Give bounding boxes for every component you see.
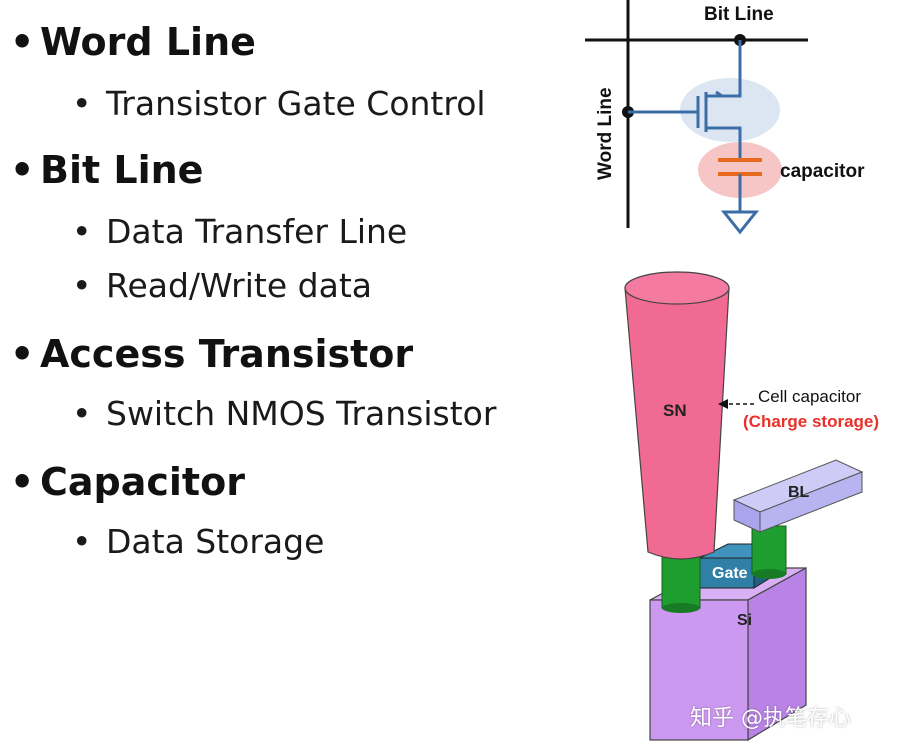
sub-bullet-data-transfer-line: •Data Transfer Line: [72, 212, 408, 251]
bullet-list: •Word Line •Transistor Gate Control •Bit…: [10, 20, 497, 561]
bit-line-label: Bit Line: [704, 4, 774, 25]
sn-capacitor-cone: [624, 287, 730, 560]
charge-storage-label: (Charge storage): [743, 412, 879, 431]
bl-contact-plug: [751, 525, 787, 575]
bullet-capacitor: •Capacitor: [10, 460, 245, 504]
dram-cell-structure: SN Cell capacitor (Charge storage) BL Ga…: [624, 271, 879, 742]
word-line-label: Word Line: [595, 87, 616, 180]
sn-contact-plug: [661, 555, 701, 609]
bullet-access-transistor-title: Access Transistor: [40, 332, 414, 376]
sub-bullet-transistor-gate-control: •Transistor Gate Control: [72, 84, 486, 123]
transistor-highlight: [680, 78, 780, 142]
bl-label: BL: [788, 484, 810, 501]
transistor-symbol: [628, 40, 742, 158]
sub-bullet-text: Data Transfer Line: [106, 212, 408, 251]
sub-bullet-text: Read/Write data: [106, 266, 372, 305]
sub-bullet-text: Transistor Gate Control: [106, 84, 486, 123]
capacitor-label: capacitor: [780, 161, 865, 182]
bullet-bit-line: •Bit Line: [10, 148, 204, 192]
bullet-bit-line-title: Bit Line: [40, 148, 204, 192]
sub-bullet-text: Switch NMOS Transistor: [106, 394, 497, 433]
sn-label: SN: [663, 401, 687, 420]
bl-bar-side: [759, 471, 863, 533]
si-block-front: [649, 599, 749, 741]
watermark: 知乎 @执笔存心: [690, 706, 851, 731]
capacitor-highlight: [698, 142, 782, 198]
dram-cell-circuit: Bit Line Word Line capacitor: [585, 0, 865, 235]
sub-bullet-data-storage: •Data Storage: [72, 522, 325, 561]
bullet-word-line-title: Word Line: [40, 20, 256, 64]
bullet-word-line: •Word Line: [10, 20, 256, 64]
sn-cone-top: [624, 271, 730, 305]
sub-bullet-switch-nmos: •Switch NMOS Transistor: [72, 394, 497, 433]
ground-icon: [720, 174, 760, 235]
cell-capacitor-label: Cell capacitor: [758, 387, 861, 406]
gate-front: [699, 557, 755, 589]
bullet-access-transistor: •Access Transistor: [10, 332, 414, 376]
gate-label: Gate: [712, 565, 748, 582]
sub-bullet-read-write-data: •Read/Write data: [72, 266, 372, 305]
si-label: Si: [737, 612, 752, 629]
sub-bullet-text: Data Storage: [106, 522, 325, 561]
bullet-capacitor-title: Capacitor: [40, 460, 245, 504]
